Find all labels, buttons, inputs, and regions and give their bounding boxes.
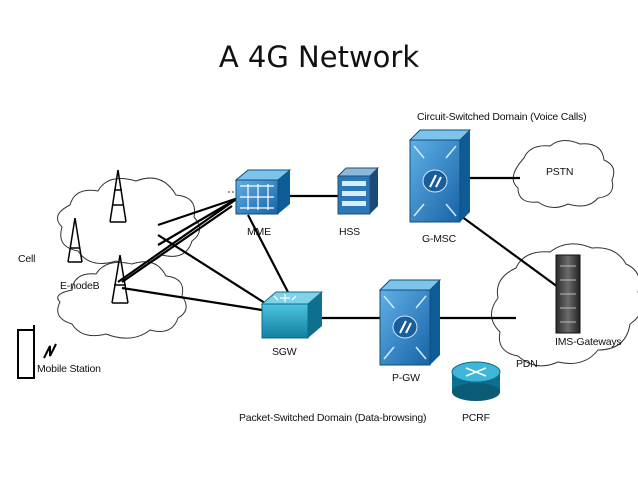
- cell-tower-icon: [67, 169, 129, 304]
- mme-icon: [228, 169, 292, 215]
- hss-label: HSS: [339, 226, 360, 238]
- pcrf-router-icon: [451, 361, 501, 401]
- pdn-label: PDN: [516, 358, 538, 370]
- ims-gateways-label: IMS-Gateways: [555, 336, 622, 348]
- gmsc-icon: [408, 129, 472, 223]
- page-title: A 4G Network: [218, 40, 420, 74]
- circuit-switched-domain-label: Circuit-Switched Domain (Voice Calls): [417, 111, 587, 123]
- gmsc-label: G-MSC: [422, 233, 456, 245]
- enodeb-label: E-nodeB: [60, 280, 100, 292]
- pstn-label: PSTN: [546, 166, 574, 178]
- sgw-icon: [260, 291, 324, 339]
- pgw-label: P-GW: [392, 372, 420, 384]
- sgw-label: SGW: [272, 346, 297, 358]
- mobile-station-label: Mobile Station: [37, 363, 101, 375]
- packet-switched-domain-label: Packet-Switched Domain (Data-browsing): [239, 412, 427, 424]
- mme-label: MME: [247, 226, 271, 238]
- pcrf-label: PCRF: [462, 412, 490, 424]
- ims-gateway-server-icon: [555, 254, 581, 334]
- mobile-station-icon: [17, 325, 57, 379]
- pgw-icon: [378, 279, 442, 366]
- access-network-cloud: [57, 177, 200, 339]
- pstn-cloud: [512, 140, 615, 208]
- hss-icon: [336, 167, 380, 215]
- cell-label: Cell: [18, 253, 36, 265]
